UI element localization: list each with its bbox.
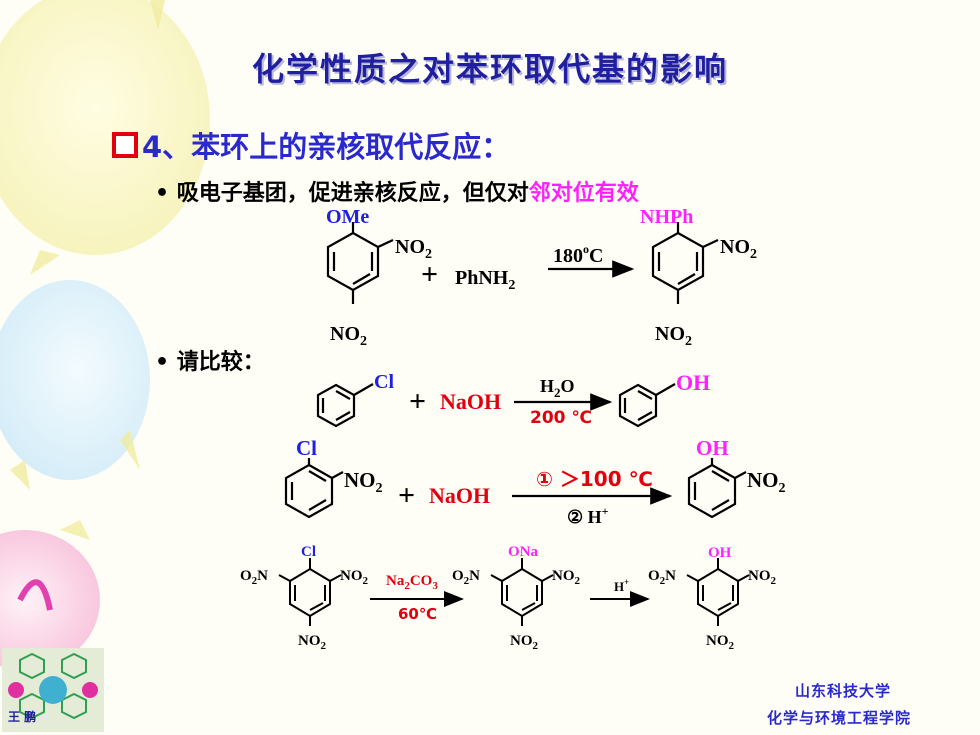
footer-college: 化学与环境工程学院 [767,709,912,727]
r4-reactant-cl: Cl [301,544,316,560]
r4-intermediate-o2n: O2N [452,568,480,587]
r3-reagent: NaOH [429,483,490,508]
r1-reactant-no2-ortho: NO2 [395,236,432,262]
r4-product-no2-para: NO2 [706,633,735,652]
r4-product-oh: OH [708,545,732,561]
r3-cond-bottom: ② H+ [567,504,609,527]
square-bullet-icon [112,132,138,158]
heading-text: 苯环上的亲核取代反应： [191,130,511,164]
r4-reactant-no2-para: NO2 [298,633,327,652]
r4-intermediate-ona: ONa [508,544,539,560]
reaction-3 [284,458,747,519]
r2-reactant-cl: Cl [374,371,394,393]
r2-reagent: NaOH [440,389,501,414]
r2-cond-top: H2O [540,376,575,400]
r1-product-no2-ortho: NO2 [720,236,757,262]
reaction-4 [278,558,750,626]
bullet-2: • 请比较： [155,350,265,375]
r3-reactant-cl: Cl [296,436,317,460]
r4-cond1-bottom: 60℃ [398,605,437,623]
r4-product-o2n: O2N [648,568,676,587]
r1-reactant-ome: OMe [326,206,369,228]
footer-school: 山东科技大学 [795,682,892,700]
r4-reactant-no2-right: NO2 [340,568,369,587]
r1-reagent: PhNH2 [455,267,515,293]
section-heading: 4、苯环上的亲核取代反应： [112,124,510,166]
r1-plus: + [421,258,438,291]
r3-cond-top: ① ＞100 ℃ [536,467,653,491]
bullet-1-highlight: 邻对位有效 [528,181,639,206]
reaction-2 [316,383,676,428]
bullet-2-text: 请比较： [176,350,265,375]
page-title: 化学性质之对苯环取代基的影响 [251,50,728,88]
author-label: 王 鹏 [8,710,37,724]
r1-product-no2-para: NO2 [655,323,692,349]
r1-condition: 180oC [553,242,603,267]
bullet-1: • 吸电子基团，促进亲核反应，但仅对邻对位有效 [155,181,639,206]
r4-reactant-o2n: O2N [240,568,268,587]
r2-product-oh: OH [676,370,710,395]
r4-product-no2-right: NO2 [748,568,777,587]
reaction-1 [326,222,719,304]
heading-number: 4、 [142,130,192,164]
r4-intermediate-no2-right: NO2 [552,568,581,587]
r1-product-nhph: NHPh [640,206,693,228]
r2-plus: + [409,385,426,418]
r1-reactant-no2-para: NO2 [330,323,367,349]
r3-product-no2: NO2 [747,468,786,496]
r4-cond1-top: Na2CO3 [386,573,438,592]
r3-plus: + [398,479,415,512]
bullet-1-text: 吸电子基团，促进亲核反应，但仅对 [176,181,529,206]
r2-cond-bottom: 200 ℃ [530,408,592,428]
r4-cond2: H+ [614,577,629,594]
r3-product-oh: OH [696,436,729,460]
r3-reactant-no2: NO2 [344,468,383,496]
r4-intermediate-no2-para: NO2 [510,633,539,652]
